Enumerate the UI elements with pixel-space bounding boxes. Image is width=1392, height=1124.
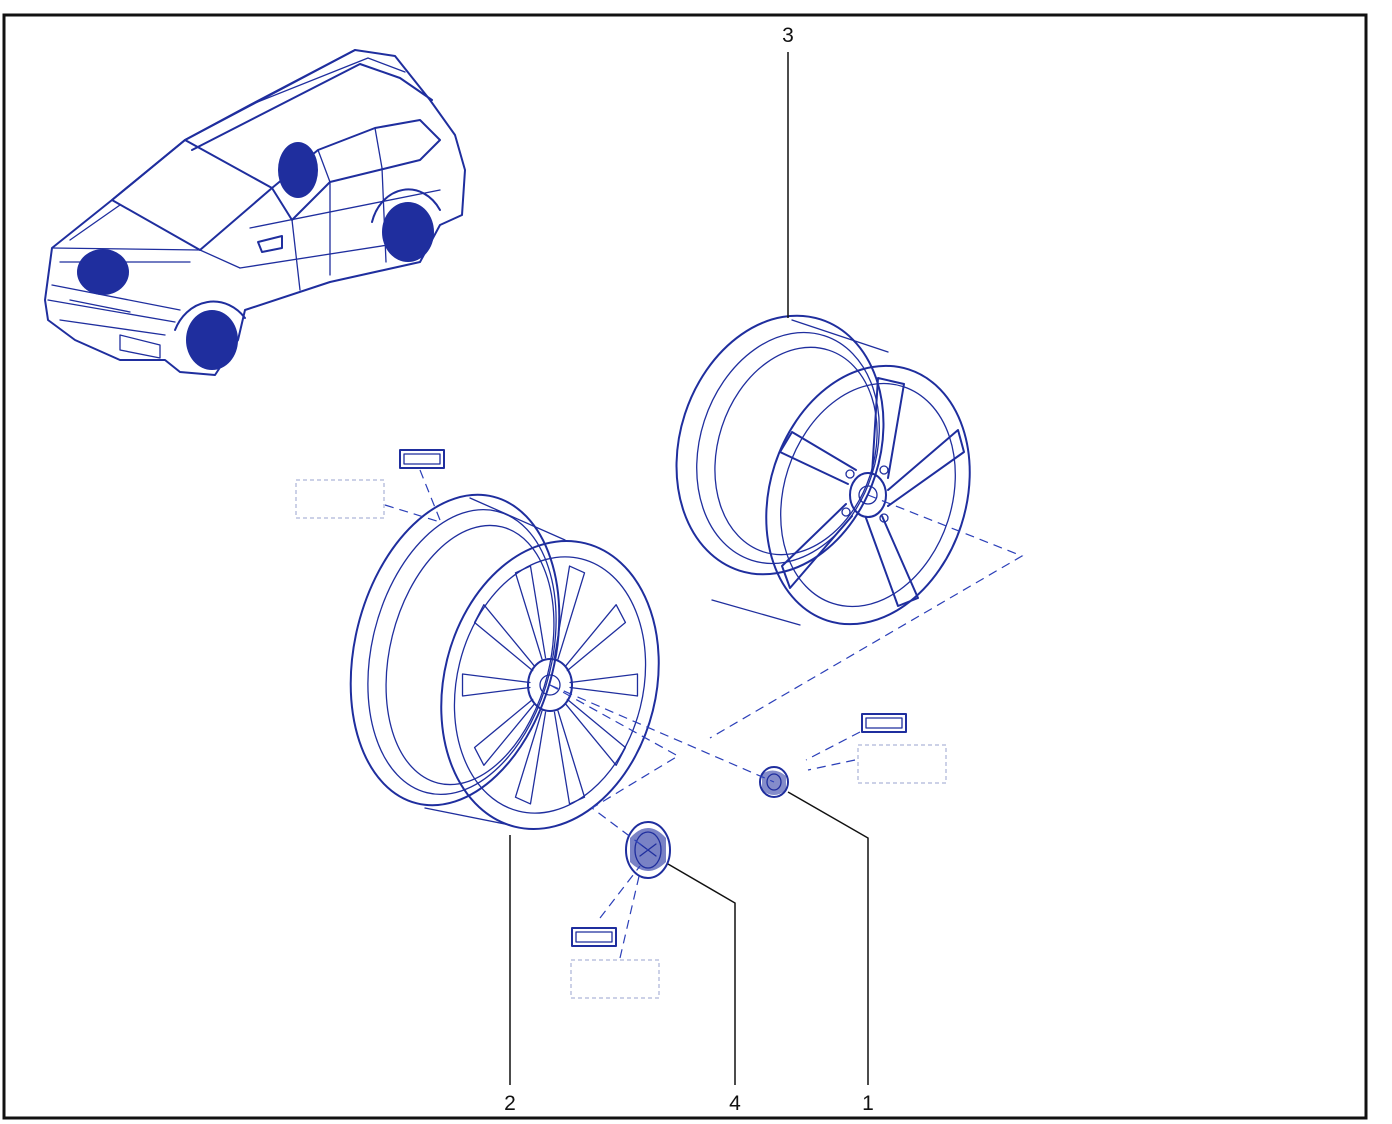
wheel-spoke [514,710,547,805]
wheel-spoke [564,604,627,672]
vehicle-illustration [44,49,466,376]
part-tag-icon [399,449,445,469]
wheel-spoke [553,710,586,805]
highlight-front-right [186,310,238,370]
diagram-frame [2,13,1368,1120]
wheel-spoke [553,565,586,660]
callout-4: 4 [729,1092,741,1115]
wheel-spoke [569,673,639,697]
wheel-multi-spoke [349,493,660,830]
wheel-spoke [473,604,536,672]
highlight-rear-left [278,142,318,198]
callout-3: 3 [782,24,794,47]
callout-1: 1 [862,1092,874,1115]
placeholder-box [570,959,660,999]
wheel-spoke [473,698,536,766]
wheel-spoke [514,565,547,660]
part-tag-icon [861,713,907,733]
wheel-spoke [564,698,627,766]
wheel-spoke [461,673,531,697]
wheel-nut-part [759,766,789,798]
callout-2: 2 [504,1092,516,1115]
assembly-lines [384,469,1024,959]
highlight-front-left [77,249,129,295]
placeholder-box [295,479,385,519]
placeholder-box [857,744,947,784]
leader-lines [509,52,869,1085]
wheel-five-spoke [675,314,971,626]
highlight-rear-right [382,202,434,262]
part-tag-icon [571,927,617,947]
